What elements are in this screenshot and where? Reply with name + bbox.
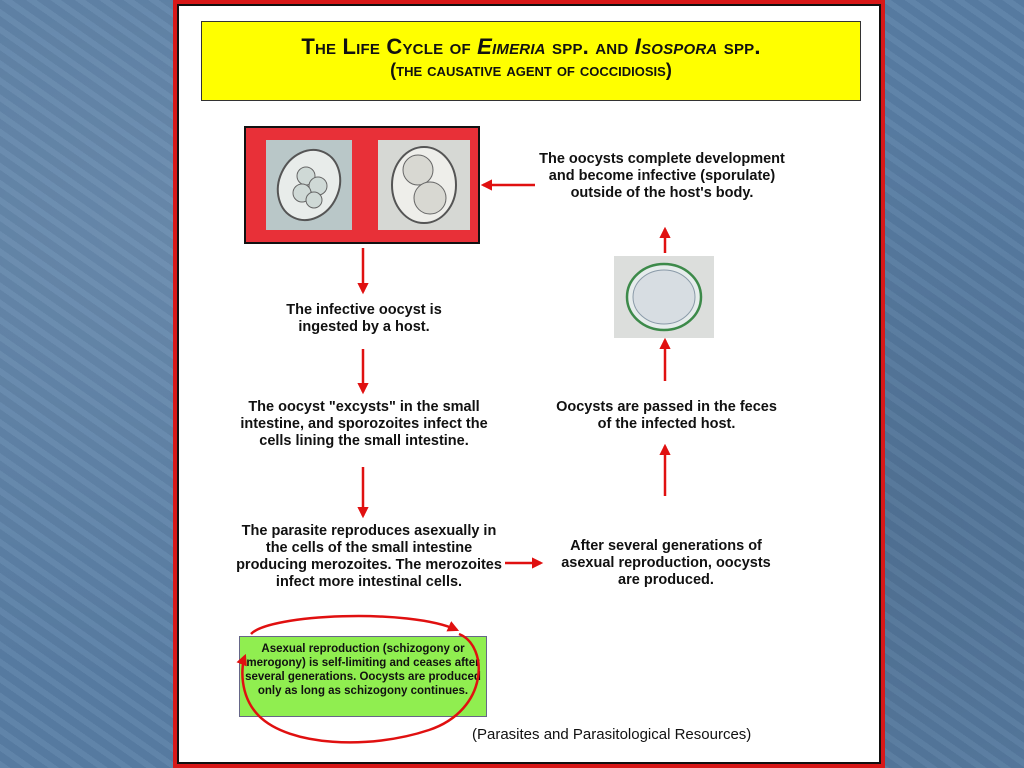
step-oocyst-ingested: The infective oocyst is ingested by a ho… [286, 302, 442, 335]
step-oocysts-passed: Oocysts are passed in the feces of the i… [556, 399, 777, 432]
step-oocyst-excysts: The oocyst "excysts" in the small intest… [240, 399, 488, 449]
title-line-1: The Life Cycle of Eimeria spp. and Isosp… [202, 34, 860, 60]
step-several-generations: After several generations of asexual rep… [561, 538, 771, 588]
step-parasite-reproduces: The parasite reproduces asexually in the… [236, 523, 502, 590]
title-box: The Life Cycle of Eimeria spp. and Isosp… [201, 21, 861, 101]
schizogony-note: Asexual reproduction (schizogony or mero… [239, 636, 487, 717]
title-text-a: The Life Cycle of [301, 34, 478, 59]
schizogony-loop-top [250, 614, 460, 635]
title-genus-eimeria: Eimeria [477, 34, 546, 59]
title-genus-isospora: Isospora [634, 34, 718, 59]
schizogony-loop-arrow [236, 632, 480, 744]
step-oocysts-complete-development: The oocysts complete development and bec… [539, 151, 785, 201]
oocyst-photo-frame [244, 126, 480, 244]
cycle-arrows [236, 179, 671, 744]
title-text-c: spp. and [545, 34, 635, 59]
unsporulated-oocyst-image [614, 256, 714, 338]
sporulated-oocyst-image-1 [266, 140, 352, 230]
frame-border: The Life Cycle of Eimeria spp. and Isosp… [177, 4, 881, 764]
title-line-2: (the causative agent of coccidiosis) [390, 60, 672, 80]
sporulated-oocyst-image-2 [378, 140, 470, 230]
slide-frame: The Life Cycle of Eimeria spp. and Isosp… [173, 0, 885, 768]
diagram-panel: The Life Cycle of Eimeria spp. and Isosp… [179, 6, 879, 762]
title-text-e: spp. [717, 34, 761, 59]
source-credit: (Parasites and Parasitological Resources… [472, 726, 752, 743]
